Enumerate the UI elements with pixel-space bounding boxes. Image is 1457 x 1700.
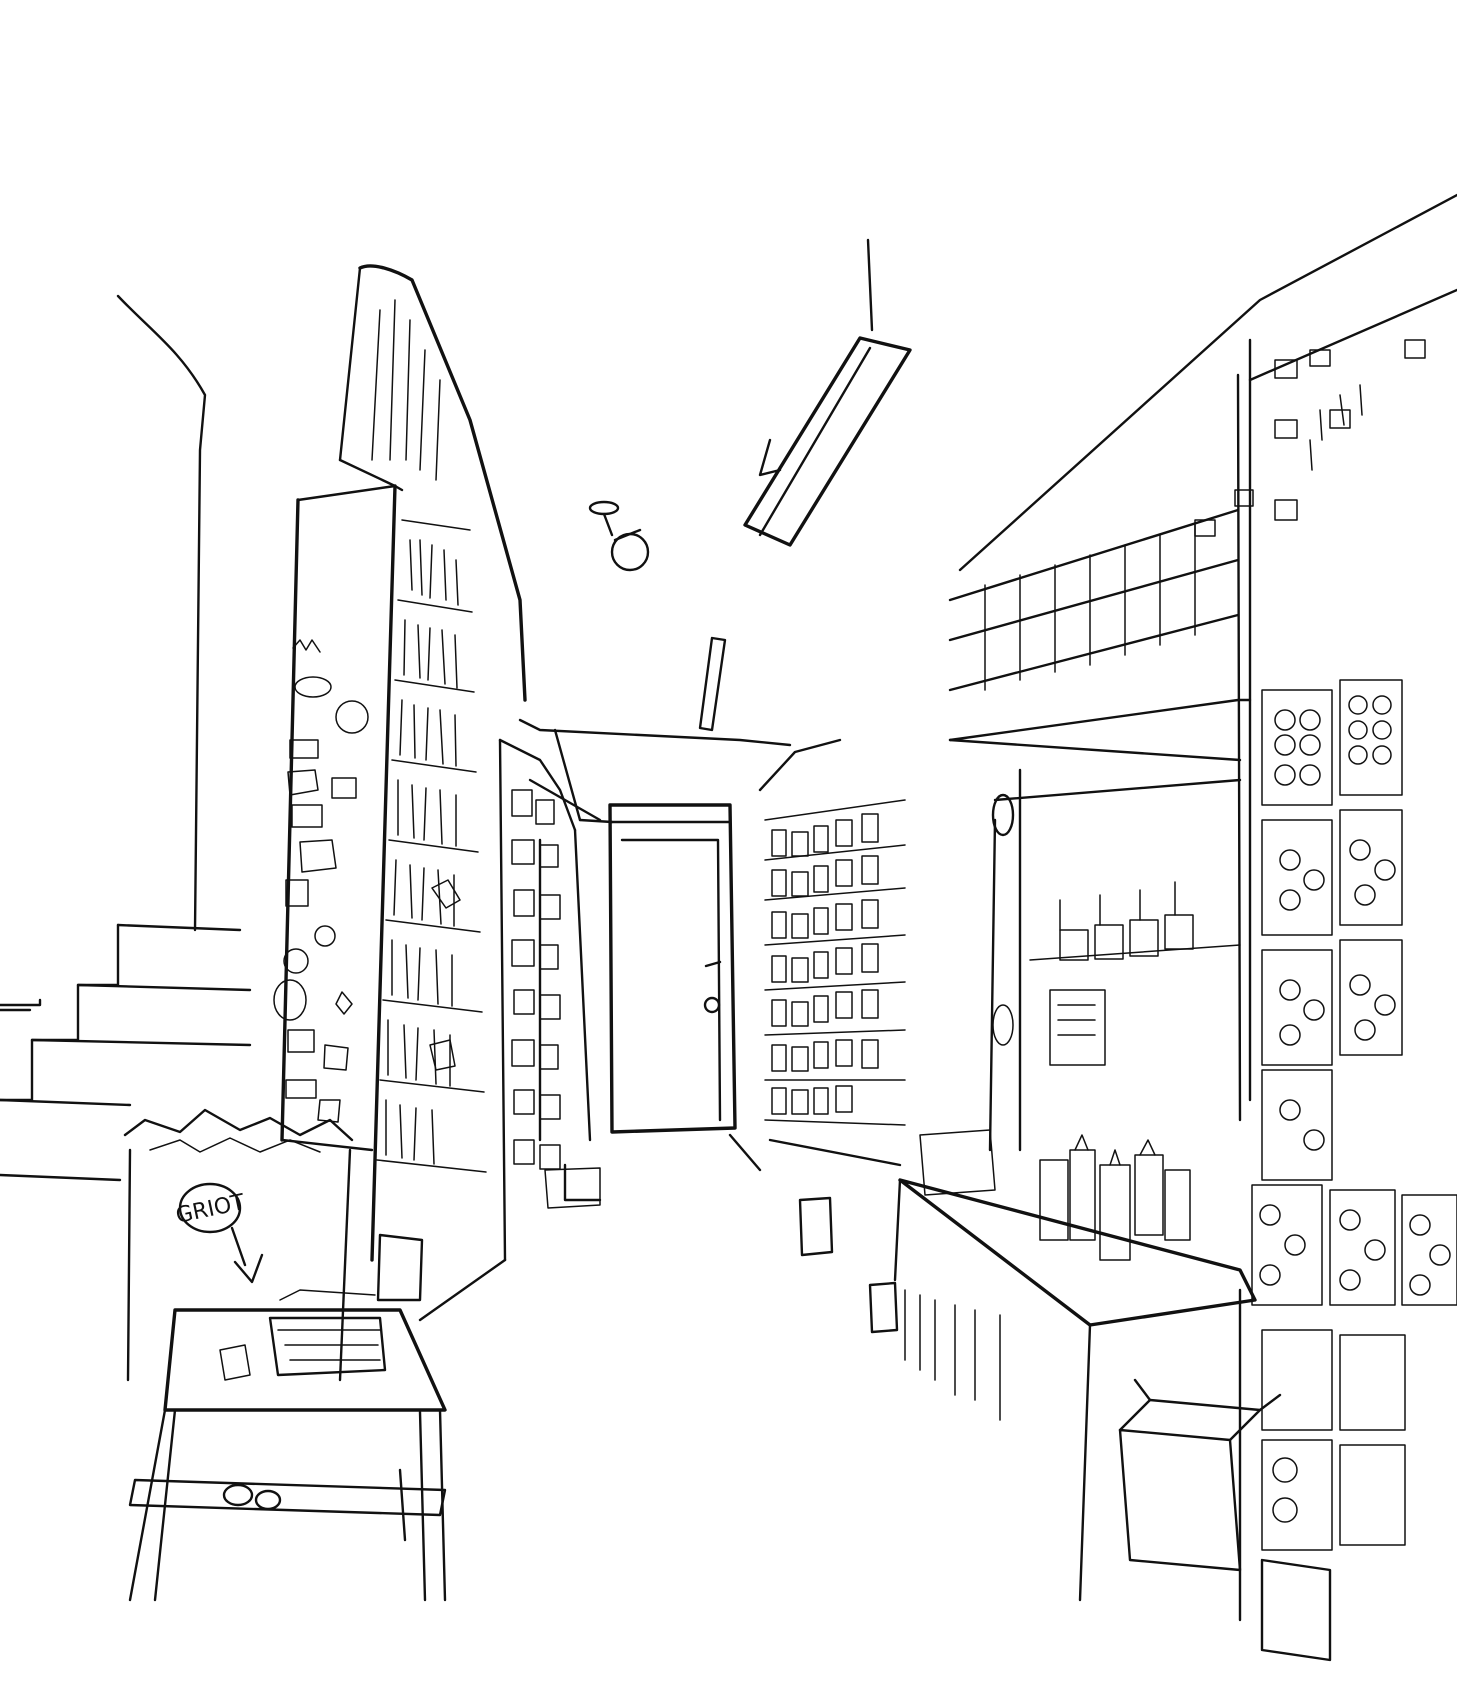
right-middle-shelving <box>758 738 906 1334</box>
left-bookcase <box>273 264 527 1302</box>
right-work-table <box>893 1129 1282 1622</box>
back-door <box>578 803 737 1134</box>
left-wall-and-stairs <box>0 294 252 1182</box>
left-middle-shelving <box>498 738 602 1262</box>
back-ceiling-light <box>698 636 727 732</box>
ceiling-spotlight <box>588 500 650 572</box>
floor <box>418 1133 762 1322</box>
griot-sign: GRIOT <box>174 1182 264 1284</box>
right-wall-shelving <box>948 193 1457 1662</box>
back-wall <box>518 718 792 822</box>
left-front-cart: GRIOT <box>123 1108 447 1602</box>
ceiling-fluorescent-light <box>743 238 912 547</box>
